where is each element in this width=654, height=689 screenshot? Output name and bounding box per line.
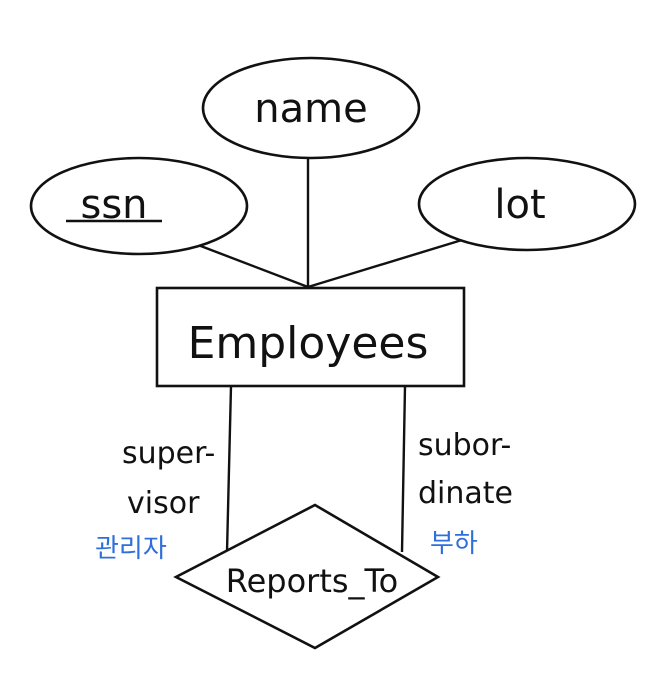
role-supervisor-line1: super- (122, 436, 215, 471)
role-supervisor-line2: visor (127, 486, 200, 521)
attribute-lot: lot (417, 156, 637, 252)
entity-employees-label: Employees (188, 318, 429, 369)
attribute-ssn: ssn (29, 156, 249, 256)
connector-supervisor-role (225, 385, 233, 553)
attribute-lot-ellipse (417, 156, 637, 252)
connector-subordinate-role (400, 385, 407, 553)
role-subordinate: subor- dinate 부하 (418, 428, 513, 559)
relationship-reports-to: Reports_To (173, 503, 441, 650)
relationship-label: Reports_To (226, 562, 398, 600)
role-subordinate-korean: 부하 (430, 529, 478, 559)
entity-employees-box (155, 286, 466, 388)
attribute-name-ellipse (201, 56, 421, 160)
entity-employees: Employees (155, 286, 466, 388)
attribute-name: name (201, 56, 421, 160)
attribute-ssn-ellipse (29, 156, 249, 256)
role-subordinate-line2: dinate (418, 476, 513, 511)
attribute-name-label: name (254, 86, 367, 132)
connector-lot-employees (307, 238, 463, 289)
relationship-diamond (173, 503, 441, 650)
attribute-lot-label: lot (494, 182, 545, 228)
connector-ssn-employees (184, 238, 309, 289)
role-supervisor-korean: 관리자 (95, 534, 167, 564)
role-subordinate-line1: subor- (418, 428, 511, 463)
role-supervisor: super- visor 관리자 (95, 436, 215, 564)
